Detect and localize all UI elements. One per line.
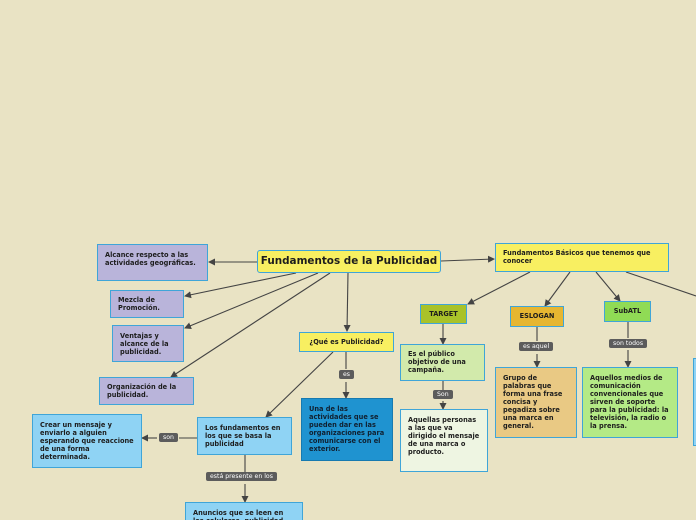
son-label: son <box>159 433 178 442</box>
ventajas-text: Ventajas y alcance de la publicidad. <box>120 332 169 357</box>
link-main-mezcla <box>184 272 297 299</box>
target-desc-text: Es el público objetivo de una campaña. <box>408 350 466 375</box>
organizacion-text: Organización de la publicidad. <box>107 383 177 400</box>
main-topic-text: Fundamentos de la Publicidad <box>260 255 438 268</box>
target-text: TARGET <box>429 309 458 318</box>
ventajas-node[interactable]: Ventajas y alcance de la publicidad. <box>112 325 184 362</box>
main-topic-node[interactable]: Fundamentos de la Publicidad <box>257 250 441 273</box>
link-basicos-subatl <box>595 271 621 302</box>
target-son-node[interactable]: Aquellas personas a las que va dirigido … <box>400 409 488 472</box>
fundamentos-basa-node[interactable]: Los fundamentos en los que se basa la pu… <box>197 417 292 455</box>
target-desc-node[interactable]: Es el público objetivo de una campaña. <box>400 344 485 381</box>
eslogan-desc-node[interactable]: Grupo de palabras que forma una frase co… <box>495 367 577 438</box>
target-node[interactable]: TARGET <box>420 304 467 324</box>
subatl-desc-node[interactable]: Aquellos medios de comunicación convenci… <box>582 367 678 438</box>
mezcla-text: Mezcla de Promoción. <box>118 296 160 313</box>
una-de-text: Una de las actividades que se pueden dar… <box>309 405 385 454</box>
eslogan-node[interactable]: ESLOGAN <box>510 306 564 327</box>
anuncios-node[interactable]: Anuncios que se leen en los celulares, p… <box>185 502 303 520</box>
una-de-node[interactable]: Una de las actividades que se pueden dar… <box>301 398 393 461</box>
link-basicos-offscreen <box>625 271 696 297</box>
link-main-ventajas <box>184 272 319 329</box>
crear-node[interactable]: Crear un mensaje y enviarlo a alguien es… <box>32 414 142 468</box>
alcance-node[interactable]: Alcance respecto a las actividades geogr… <box>97 244 208 281</box>
basicos-node[interactable]: Fundamentos Básicos que tenemos que cono… <box>495 243 669 272</box>
son-todos-label: son todos <box>609 339 648 348</box>
fundamentos-basa-text: Los fundamentos en los que se basa la pu… <box>205 424 281 449</box>
link-queesp-fundamentos <box>265 351 334 418</box>
es-label: es <box>339 370 355 379</box>
que-es-node[interactable]: ¿Qué es Publicidad? <box>299 332 394 352</box>
subatl-desc-text: Aquellos medios de comunicación convenci… <box>590 374 669 431</box>
anuncios-text: Anuncios que se leen en los celulares, p… <box>193 509 284 520</box>
link-basicos-eslogan <box>544 271 571 307</box>
crear-text: Crear un mensaje y enviarlo a alguien es… <box>40 421 134 462</box>
son-target-label: Son <box>433 390 453 399</box>
eslogan-text: ESLOGAN <box>519 312 555 321</box>
eslogan-desc-text: Grupo de palabras que forma una frase co… <box>503 374 563 431</box>
subatl-node[interactable]: SubATL <box>604 301 651 322</box>
link-main-basicos <box>440 255 495 263</box>
alcance-text: Alcance respecto a las actividades geogr… <box>105 251 196 268</box>
mezcla-node[interactable]: Mezcla de Promoción. <box>110 290 184 318</box>
organizacion-node[interactable]: Organización de la publicidad. <box>99 377 194 405</box>
target-son-text: Aquellas personas a las que va dirigido … <box>408 416 480 457</box>
link-main-organizacion <box>170 272 331 378</box>
esta-presente-label: está presente en los <box>206 472 277 481</box>
link-basicos-target <box>467 271 531 305</box>
offscreen-node-edge <box>693 358 696 446</box>
basicos-text: Fundamentos Básicos que tenemos que cono… <box>503 249 651 266</box>
es-aquel-label: es aquel <box>519 342 554 351</box>
link-main-queesp <box>343 272 351 332</box>
que-es-text: ¿Qué es Publicidad? <box>309 337 384 346</box>
subatl-text: SubATL <box>613 307 642 316</box>
